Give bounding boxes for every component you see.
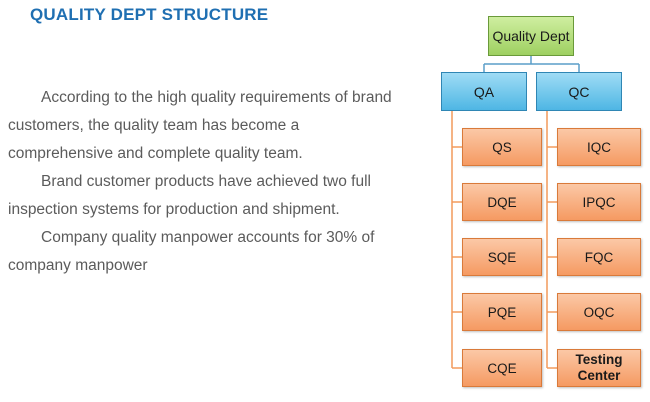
page-title: QUALITY DEPT STRUCTURE xyxy=(30,5,269,24)
paragraph-3: Company quality manpower accounts for 30… xyxy=(8,229,375,274)
paragraph-1: According to the high quality requiremen… xyxy=(8,89,392,162)
node-quality-dept: Quality Dept xyxy=(488,16,574,56)
node-cqe: CQE xyxy=(462,349,542,387)
node-qc: QC xyxy=(536,72,622,111)
node-qs: QS xyxy=(462,128,542,166)
description-text: According to the high quality requiremen… xyxy=(8,84,408,280)
node-oqc: OQC xyxy=(557,293,641,331)
node-testing-center: Testing Center xyxy=(557,349,641,387)
node-iqc: IQC xyxy=(557,128,641,166)
node-sqe: SQE xyxy=(462,238,542,276)
node-ipqc: IPQC xyxy=(557,183,641,221)
node-qa: QA xyxy=(441,72,527,111)
paragraph-2: Brand customer products have achieved tw… xyxy=(8,173,371,218)
node-pqe: PQE xyxy=(462,293,542,331)
node-dqe: DQE xyxy=(462,183,542,221)
node-fqc: FQC xyxy=(557,238,641,276)
